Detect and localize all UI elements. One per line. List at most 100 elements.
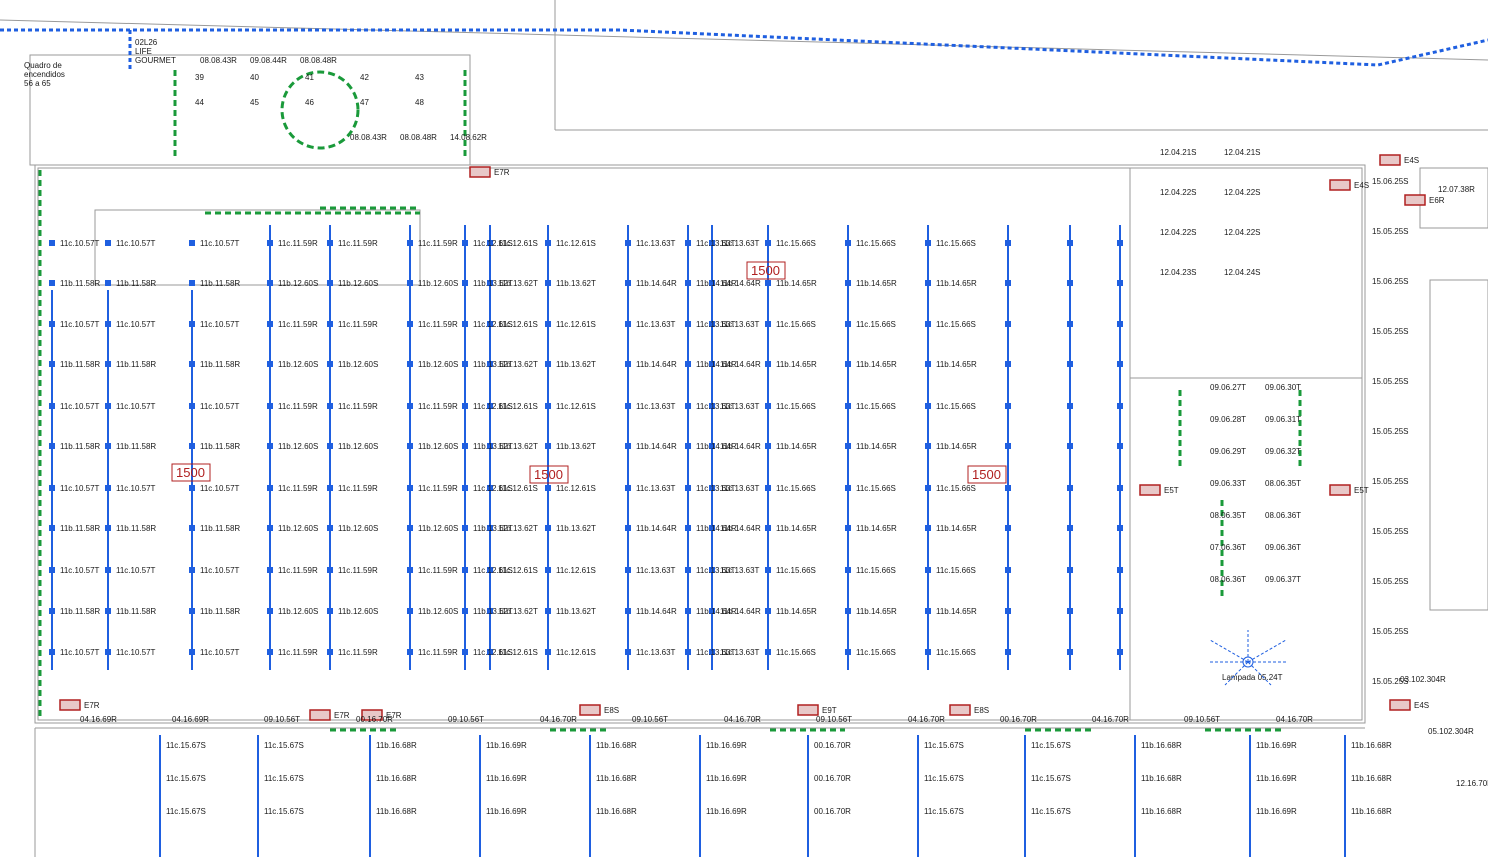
light-fixture	[189, 649, 195, 655]
emergency-tag: E8S	[604, 706, 619, 715]
light-fixtures	[49, 154, 1426, 857]
circuit-label: 11b.13.62T	[473, 279, 513, 288]
circuit-label: 11c.11.59R	[278, 484, 318, 493]
bottom-circuit-label: 04.16.69R	[80, 715, 117, 724]
emergency-unit	[361, 709, 383, 721]
light-fixture	[925, 608, 931, 614]
circuit-label: 11b.16.69R	[706, 741, 747, 750]
circuit-label: 11b.16.68R	[1351, 807, 1392, 816]
room-number: 45	[250, 98, 259, 107]
light-fixture	[1117, 443, 1123, 449]
emergency-tag: E7R	[84, 701, 100, 710]
room-number: 47	[360, 98, 369, 107]
emergency-unit	[1139, 484, 1161, 496]
light-fixture	[709, 649, 715, 655]
light-fixture	[49, 240, 55, 246]
light-fixture	[327, 608, 333, 614]
light-fixture	[49, 485, 55, 491]
circuit-label: 12.07.38R	[1438, 185, 1475, 194]
circuit-label: 11c.15.66S	[856, 648, 896, 657]
light-fixture	[487, 321, 493, 327]
light-fixture	[189, 443, 195, 449]
light-fixture	[1067, 321, 1073, 327]
bottom-circuit-label: 00.16.70R	[1000, 715, 1037, 724]
circuit-label: 11b.14.64R	[720, 279, 761, 288]
light-fixture	[327, 649, 333, 655]
light-fixture	[709, 525, 715, 531]
zone-label: 09.06.27T	[1210, 383, 1246, 392]
circuit-label: 11b.13.62T	[556, 442, 596, 451]
light-fixture	[189, 240, 195, 246]
circuit-label: 11c.12.61S	[473, 648, 513, 657]
light-fixture	[267, 240, 273, 246]
circuit-label: 11c.11.59R	[338, 320, 378, 329]
circuit-label: 11c.10.57T	[200, 648, 240, 657]
circuit-label: 11b.14.64R	[636, 442, 677, 451]
circuit-label: 11c.15.67S	[166, 774, 206, 783]
circuit-label: 11b.14.65R	[856, 442, 897, 451]
circuit-label: 11c.10.57T	[200, 320, 240, 329]
light-fixture	[49, 567, 55, 573]
circuit-label: 11b.16.69R	[1256, 774, 1297, 783]
circuit-label: 11b.14.64R	[720, 360, 761, 369]
light-fixture	[1117, 525, 1123, 531]
circuit-label: 08.08.48R	[300, 56, 337, 65]
dimension-box-4: 1500	[746, 261, 786, 280]
light-fixture	[462, 280, 468, 286]
circuit-label: 11c.10.57T	[200, 239, 240, 248]
light-fixture	[189, 361, 195, 367]
circuit-label: 11b.16.68R	[376, 807, 417, 816]
circuit-label: 12.04.22S	[1160, 188, 1196, 197]
circuit-label: 11b.14.65R	[776, 524, 817, 533]
circuit-label: 11b.14.65R	[856, 607, 897, 616]
svg-text:1500: 1500	[751, 263, 780, 278]
light-fixture	[407, 361, 413, 367]
circuit-label: 11b.11.58R	[60, 442, 100, 451]
circuit-label: 11b.14.65R	[856, 524, 897, 533]
circuit-label: 11c.10.57T	[116, 566, 156, 575]
light-fixture	[765, 321, 771, 327]
light-fixture	[189, 280, 195, 286]
light-fixture	[1005, 321, 1011, 327]
circuit-label: 11c.12.61S	[498, 484, 538, 493]
light-fixture	[1067, 280, 1073, 286]
light-fixture	[1117, 280, 1123, 286]
circuit-label: 11b.14.64R	[720, 607, 761, 616]
circuit-label: 11c.13.63T	[636, 320, 676, 329]
light-fixture	[1067, 608, 1073, 614]
circuit-label: 11b.14.64R	[636, 360, 677, 369]
light-fixture	[407, 608, 413, 614]
light-fixture	[327, 567, 333, 573]
circuit-label: 11c.15.67S	[166, 741, 206, 750]
light-fixture	[407, 443, 413, 449]
light-fixture	[925, 280, 931, 286]
circuit-label: 11c.12.61S	[556, 648, 596, 657]
light-fixture	[625, 525, 631, 531]
light-fixture	[267, 567, 273, 573]
light-fixture	[407, 280, 413, 286]
light-fixture	[407, 485, 413, 491]
circuit-label: 11b.12.60S	[418, 607, 458, 616]
circuit-label: 11c.15.66S	[856, 566, 896, 575]
circuit-label: 09.08.44R	[250, 56, 287, 65]
circuit-label: 11c.10.57T	[116, 402, 156, 411]
dimension-box-2: 1500	[529, 465, 569, 484]
circuit-label: 11c.12.61S	[498, 648, 538, 657]
light-fixture	[925, 443, 931, 449]
circuit-label: 11c.10.57T	[60, 648, 100, 657]
light-fixture	[625, 649, 631, 655]
circuit-label: 11b.11.58R	[200, 360, 240, 369]
emergency-tag: E5T	[1164, 486, 1179, 495]
light-fixture	[1005, 649, 1011, 655]
light-fixture	[709, 485, 715, 491]
light-fixture	[487, 240, 493, 246]
lamp-label: Lampada 05.24T	[1222, 673, 1283, 682]
circuit-label: 11b.16.68R	[596, 774, 637, 783]
light-fixture	[462, 608, 468, 614]
emergency-unit	[1329, 484, 1351, 496]
light-fixture	[49, 649, 55, 655]
light-fixture	[105, 321, 111, 327]
light-fixture	[327, 443, 333, 449]
circuit-label: 11c.13.63T	[636, 402, 676, 411]
green-runs	[38, 70, 1302, 732]
